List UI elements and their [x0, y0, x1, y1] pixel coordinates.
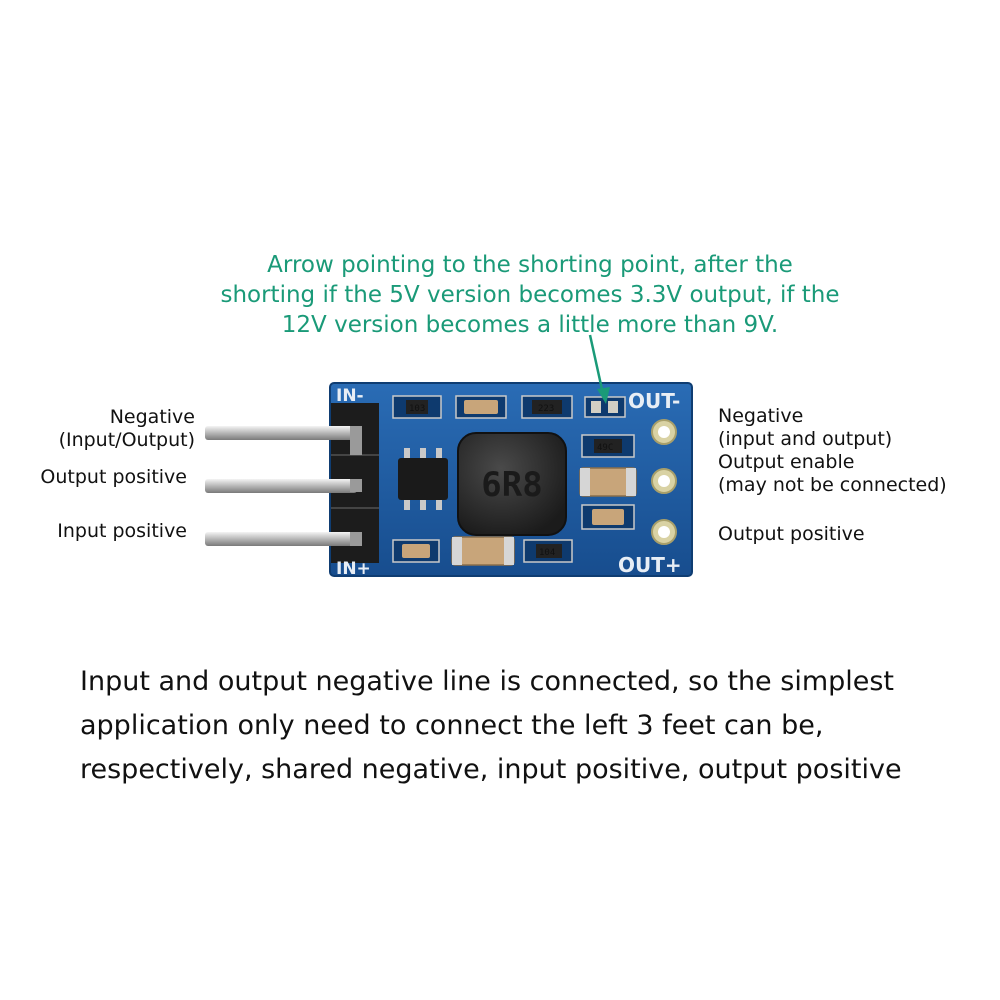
label-output-positive-left: Output positive [40, 466, 187, 488]
label-negative-left-sub: (Input/Output) [58, 429, 195, 451]
description-line-3: respectively, shared negative, input pos… [80, 754, 902, 785]
silk-in-plus: IN+ [336, 559, 371, 579]
label-output-enable-title: Output enable [718, 451, 855, 473]
silk-in-minus: IN- [336, 386, 364, 406]
label-negative-right-title: Negative [718, 405, 804, 427]
pin-negative [205, 426, 357, 440]
description-line-2: application only need to connect the lef… [80, 710, 824, 741]
note-line-1: Arrow pointing to the shorting point, af… [267, 252, 793, 278]
label-negative-right-sub: (input and output) [718, 428, 893, 450]
usage-description: Input and output negative line is connec… [80, 660, 960, 792]
label-output-positive-right: Output positive [718, 523, 865, 545]
bottom-components: 104 [392, 536, 573, 566]
resistor-104: 104 [539, 548, 555, 558]
resistor-49c: 49C [597, 443, 613, 453]
resistor-223: 223 [538, 404, 554, 414]
shorting-point-arrow [588, 334, 610, 404]
label-negative-right: Negative (input and output) [718, 405, 892, 451]
top-components: 103 223 [392, 395, 626, 419]
note-line-3: 12V version becomes a little more than 9… [281, 312, 779, 338]
description-line-1: Input and output negative line is connec… [80, 666, 895, 697]
silk-out-minus: OUT- [628, 389, 680, 413]
label-output-enable-sub: (may not be connected) [718, 474, 947, 496]
right-components: 49C [579, 434, 637, 530]
note-line-2: shorting if the 5V version becomes 3.3V … [220, 282, 840, 308]
label-negative-left-title: Negative [109, 406, 195, 428]
header-pins [205, 426, 362, 546]
pin-input-positive [205, 532, 357, 546]
shorting-point-note: Arrow pointing to the shorting point, af… [180, 250, 880, 340]
pin-output-positive [205, 479, 357, 493]
resistor-103: 103 [409, 404, 425, 414]
label-input-positive-left: Input positive [57, 520, 187, 542]
inductor: 6R8 [457, 432, 567, 536]
silk-out-plus: OUT+ [618, 553, 682, 577]
label-output-enable-right: Output enable (may not be connected) [718, 451, 947, 497]
label-negative-left: Negative (Input/Output) [59, 406, 195, 452]
output-holes [651, 419, 677, 545]
regulator-ic [398, 448, 448, 510]
inductor-marking: 6R8 [481, 465, 542, 505]
